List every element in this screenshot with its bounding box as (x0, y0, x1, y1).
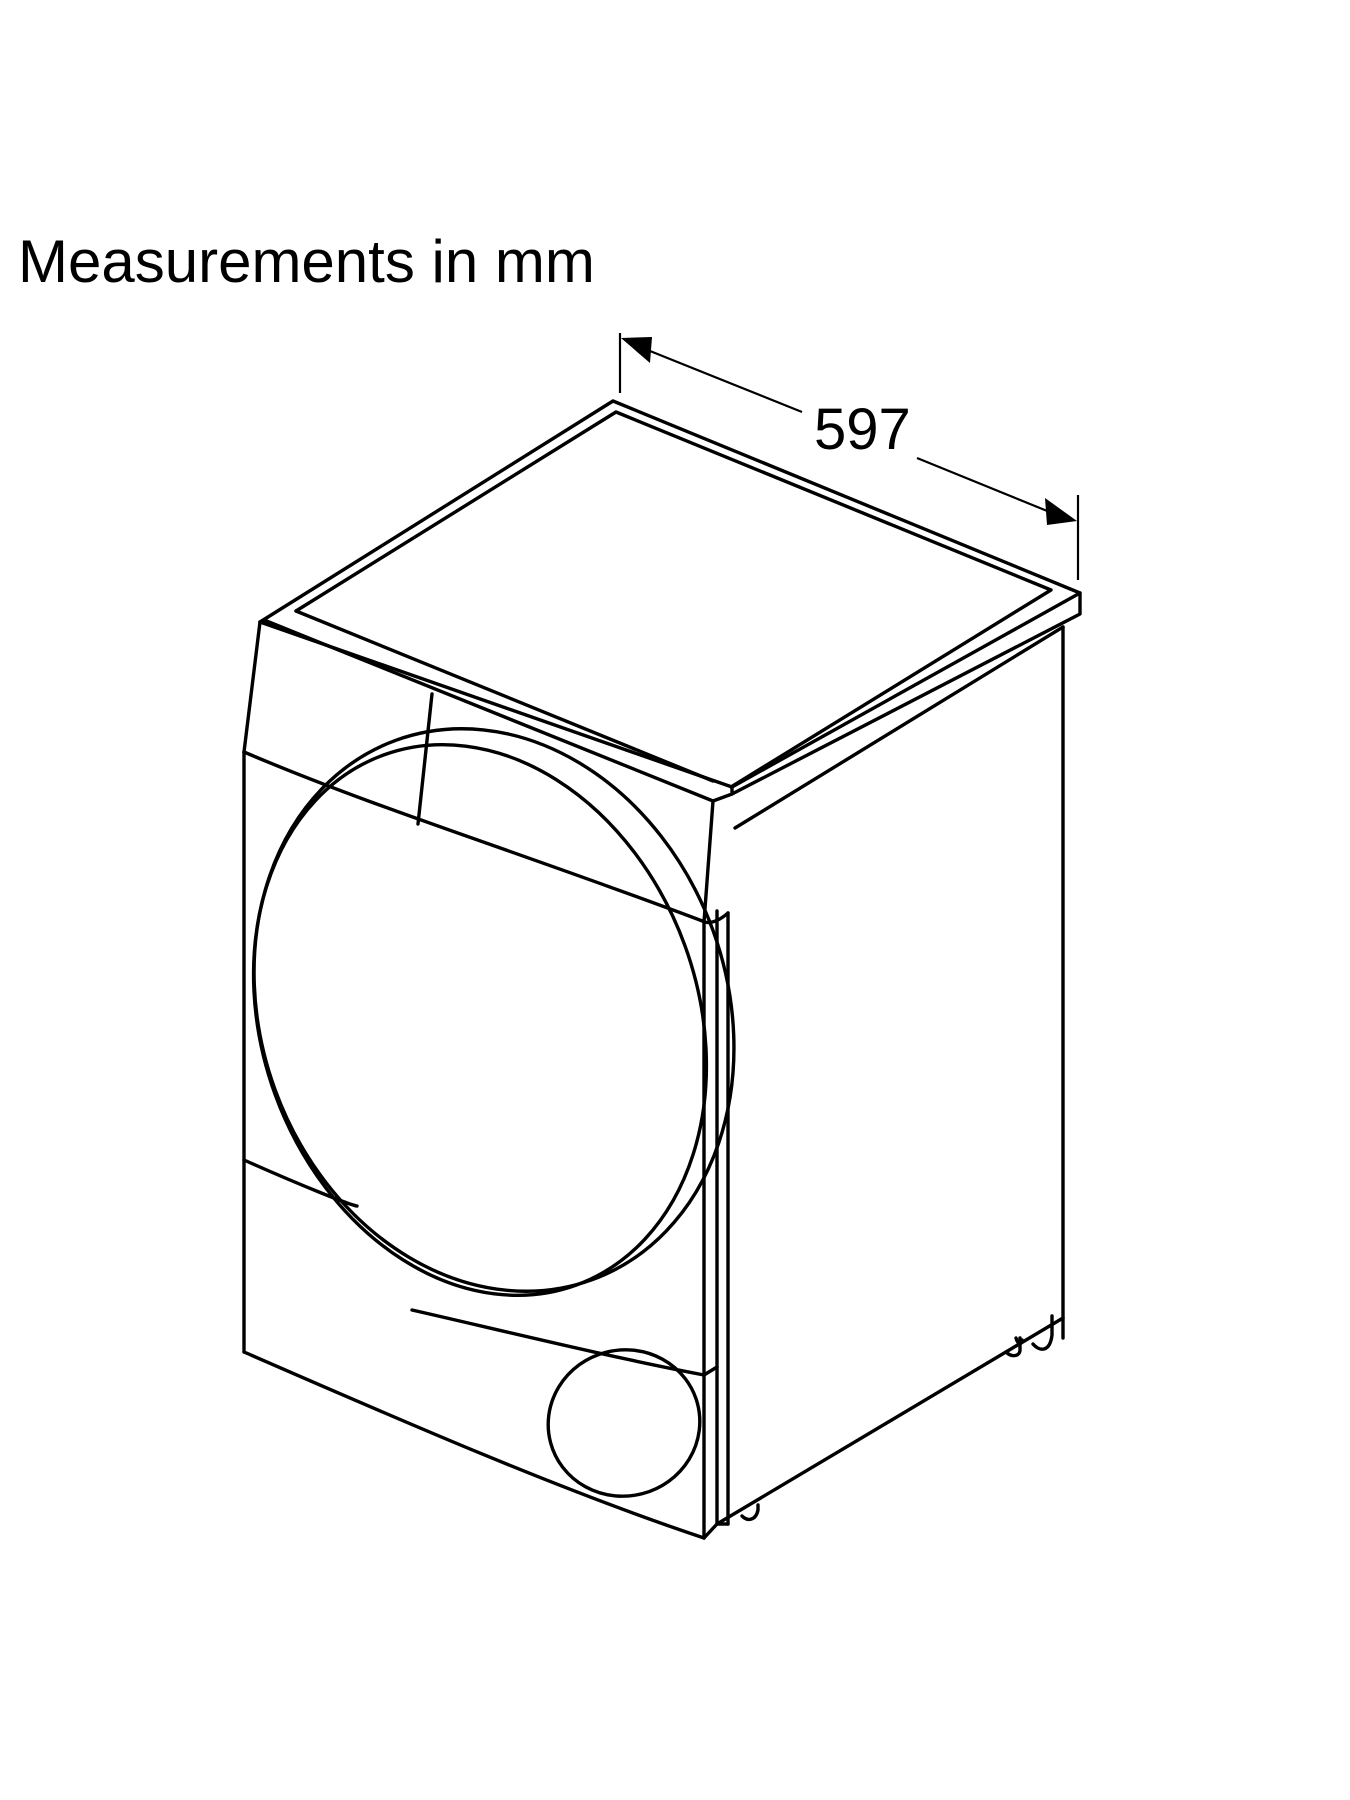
width-dimension: 597 (618, 333, 1080, 580)
dryer-top (258, 399, 1082, 1340)
width-value: 597 (814, 397, 911, 462)
service-hatch (546, 1348, 702, 1498)
dryer-feet (740, 1314, 1054, 1522)
measurements-title: Measurements in mm (18, 228, 595, 295)
control-panel (242, 620, 730, 925)
arrowhead-left-icon (621, 337, 652, 363)
arrowhead-right-icon (1045, 498, 1077, 525)
dryer-front (242, 750, 1065, 1540)
door (251, 727, 736, 1297)
